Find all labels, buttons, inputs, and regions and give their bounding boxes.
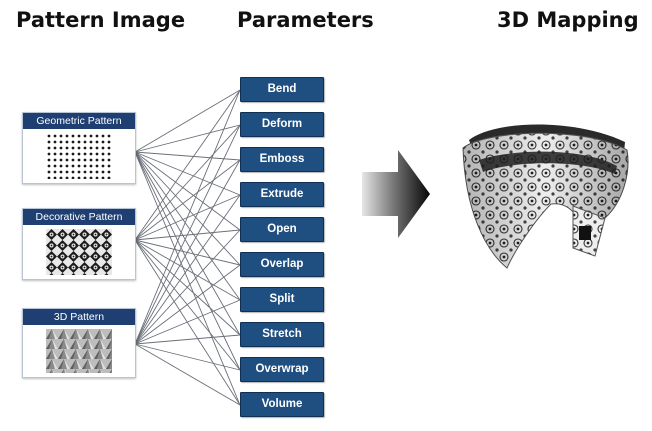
connection-line — [134, 124, 241, 241]
connection-line — [134, 334, 241, 345]
pattern-image-heading: Pattern Image — [16, 8, 186, 32]
geometric-pattern-thumbnail — [46, 133, 112, 179]
connection-line — [134, 264, 241, 345]
param-overlap-button[interactable]: Overlap — [240, 252, 324, 277]
connection-line — [134, 343, 241, 371]
connection-line — [134, 151, 241, 161]
3d-pattern-card: 3D Pattern — [22, 308, 136, 378]
connection-line — [134, 151, 241, 336]
3d-pattern-label: 3D Pattern — [23, 309, 135, 325]
connection-line — [134, 239, 241, 406]
3d-mapping-heading: 3D Mapping — [497, 8, 639, 32]
connection-line — [134, 89, 241, 345]
param-overwrap-button[interactable]: Overwrap — [240, 357, 324, 382]
connection-line — [134, 229, 241, 345]
connection-line — [134, 151, 241, 196]
connection-line — [134, 151, 241, 231]
connection-line — [134, 159, 241, 345]
3d-pattern-thumbnail — [46, 329, 112, 373]
connection-line — [134, 151, 241, 266]
decorative-pattern-card: Decorative Pattern — [22, 208, 136, 280]
connection-line — [134, 159, 241, 241]
connection-line — [134, 151, 241, 371]
connection-line — [134, 194, 241, 345]
right-arrow-icon — [362, 150, 430, 238]
decorative-pattern-label: Decorative Pattern — [23, 209, 135, 225]
param-bend-button[interactable]: Bend — [240, 77, 324, 102]
connection-line — [134, 124, 241, 153]
connection-line — [134, 124, 241, 345]
decorative-pattern-thumbnail — [46, 229, 112, 275]
connection-line — [134, 89, 241, 153]
param-open-button[interactable]: Open — [240, 217, 324, 242]
connection-line — [134, 89, 241, 241]
geometric-pattern-card: Geometric Pattern — [22, 112, 136, 184]
connection-line — [134, 151, 241, 301]
param-volume-button[interactable]: Volume — [240, 392, 324, 417]
param-split-button[interactable]: Split — [240, 287, 324, 312]
param-extrude-button[interactable]: Extrude — [240, 182, 324, 207]
connection-line — [134, 151, 241, 406]
param-stretch-button[interactable]: Stretch — [240, 322, 324, 347]
connection-line — [134, 343, 241, 406]
param-deform-button[interactable]: Deform — [240, 112, 324, 137]
collar-3d-model — [462, 124, 629, 269]
param-emboss-button[interactable]: Emboss — [240, 147, 324, 172]
connection-line — [134, 299, 241, 345]
parameters-heading: Parameters — [237, 8, 374, 32]
geometric-pattern-label: Geometric Pattern — [23, 113, 135, 129]
